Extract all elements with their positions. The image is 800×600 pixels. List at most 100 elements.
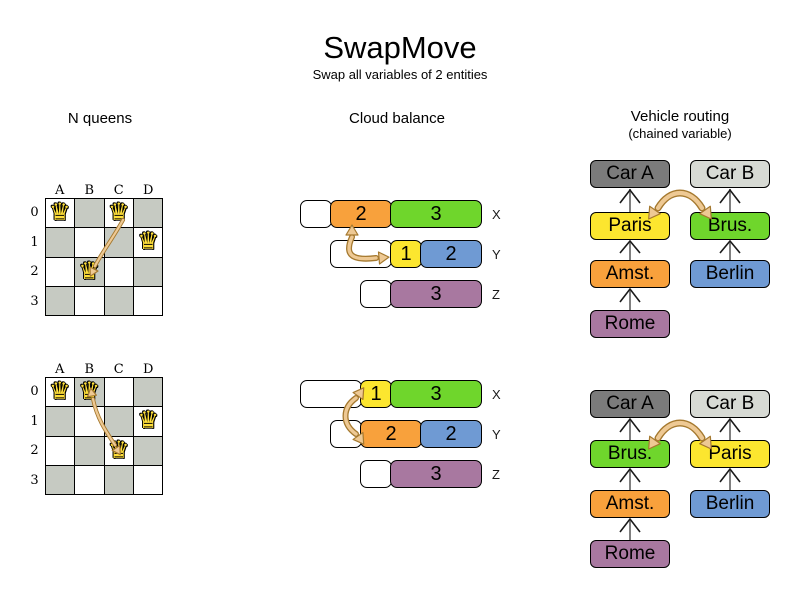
column-letter: B: [84, 183, 95, 198]
row-number: 2: [30, 264, 39, 279]
queen-icon: ♛: [48, 377, 71, 405]
process-segment: 1: [390, 240, 422, 268]
queen-icon: ♛: [78, 377, 100, 405]
chain-arrow-icon: [719, 239, 741, 260]
chain-arrow-icon: [619, 239, 641, 260]
board-cell: [75, 407, 104, 436]
board-cell: [75, 286, 104, 315]
board-cell: [104, 257, 133, 286]
column-letters: A B C D: [45, 184, 163, 198]
board-cell: [75, 199, 104, 228]
board-cell: [104, 378, 133, 407]
process-segment: 2: [420, 240, 482, 268]
computer-label: X: [492, 207, 501, 222]
stop-box: Brus.: [690, 212, 770, 240]
process-segment: 3: [390, 380, 482, 408]
queen-icon: ♛: [137, 228, 159, 256]
board-grid: ♛ ♛ ♛ ♛: [45, 377, 163, 495]
board-cell: [133, 257, 162, 286]
queen-icon: ♛: [48, 198, 71, 226]
page-subtitle: Swap all variables of 2 entities: [312, 67, 488, 82]
queen-icon: ♛: [107, 198, 130, 226]
free-capacity-segment: [330, 240, 392, 268]
board-cell: [133, 436, 162, 465]
anchor-box-car-b: Car B: [690, 390, 770, 418]
process-segment: 2: [330, 200, 392, 228]
board-cell: [104, 228, 133, 257]
computer-label: Y: [492, 247, 501, 262]
column-letter: D: [143, 183, 154, 198]
chain-arrow-icon: [619, 188, 641, 212]
process-segment: 2: [420, 420, 482, 448]
board-cell: [75, 228, 104, 257]
stop-box: Amst.: [590, 260, 670, 288]
board-cell: [46, 257, 75, 286]
row-number: 0: [30, 384, 39, 399]
column-letter: D: [143, 362, 154, 377]
board-cell: [133, 286, 162, 315]
chain-arrow-icon: [619, 287, 641, 310]
queen-icon: ♛: [78, 257, 100, 285]
chessboard-after: A B C D 0 1 2 3 ♛ ♛ ♛ ♛: [30, 363, 163, 495]
column-letters: A B C D: [45, 363, 163, 377]
computer-label: X: [492, 387, 501, 402]
chain-arrow-icon: [619, 417, 641, 440]
stop-box: Berlin: [690, 260, 770, 288]
free-capacity-segment: [360, 280, 392, 308]
board-cell: [46, 436, 75, 465]
section-label-vehicle-routing: Vehicle routing: [630, 108, 730, 125]
section-label-cloud-balance: Cloud balance: [349, 110, 445, 127]
process-segment: 3: [390, 280, 482, 308]
board-cell: [104, 286, 133, 315]
free-capacity-segment: [360, 460, 392, 488]
row-number: 2: [30, 443, 39, 458]
free-capacity-segment: [300, 200, 332, 228]
column-letter: C: [113, 362, 124, 377]
anchor-box-car-a: Car A: [590, 390, 670, 418]
process-segment: 3: [390, 200, 482, 228]
row-number: 1: [30, 234, 39, 250]
computer-row-x-after: 1 3: [300, 380, 482, 408]
board-cell: [133, 199, 162, 228]
row-number: 0: [30, 205, 39, 220]
chain-arrow-icon: [719, 417, 741, 440]
board-cell: [133, 407, 162, 436]
stop-box: Berlin: [690, 490, 770, 518]
board-grid: ♛ ♛ ♛ ♛: [45, 198, 163, 316]
column-letter: A: [55, 362, 65, 377]
chain-arrow-icon: [719, 467, 741, 490]
computer-label: Z: [492, 287, 500, 302]
free-capacity-segment: [300, 380, 362, 408]
board-cell: [104, 465, 133, 494]
process-segment: 3: [390, 460, 482, 488]
column-letter: B: [84, 362, 95, 377]
chain-arrow-icon: [619, 467, 641, 490]
stop-box: Rome: [590, 310, 670, 338]
section-label-nqueens: N queens: [67, 110, 133, 127]
computer-row-z-after: 3: [360, 460, 482, 488]
board-cell: [133, 378, 162, 407]
board-cell: [46, 407, 75, 436]
computer-row-y-before: 1 2: [330, 240, 482, 268]
computer-row-y-after: 2 2: [330, 420, 482, 448]
queen-icon: ♛: [107, 436, 130, 464]
board-cell: [133, 465, 162, 494]
free-capacity-segment: [330, 420, 362, 448]
board-cell: [133, 228, 162, 257]
stop-box: Rome: [590, 540, 670, 568]
board-cell: [46, 286, 75, 315]
computer-row-x-before: 2 3: [300, 200, 482, 228]
chain-arrow-icon: [719, 188, 741, 212]
board-cell: [46, 465, 75, 494]
computer-row-z-before: 3: [360, 280, 482, 308]
computer-label: Y: [492, 427, 501, 442]
column-letter: A: [55, 183, 65, 198]
board-cell: [46, 378, 75, 407]
stop-box: Paris: [590, 212, 670, 240]
board-cell: [104, 407, 133, 436]
row-number: 3: [30, 472, 39, 488]
board-cell: [75, 436, 104, 465]
process-segment: 1: [360, 380, 392, 408]
column-letter: C: [113, 183, 124, 198]
